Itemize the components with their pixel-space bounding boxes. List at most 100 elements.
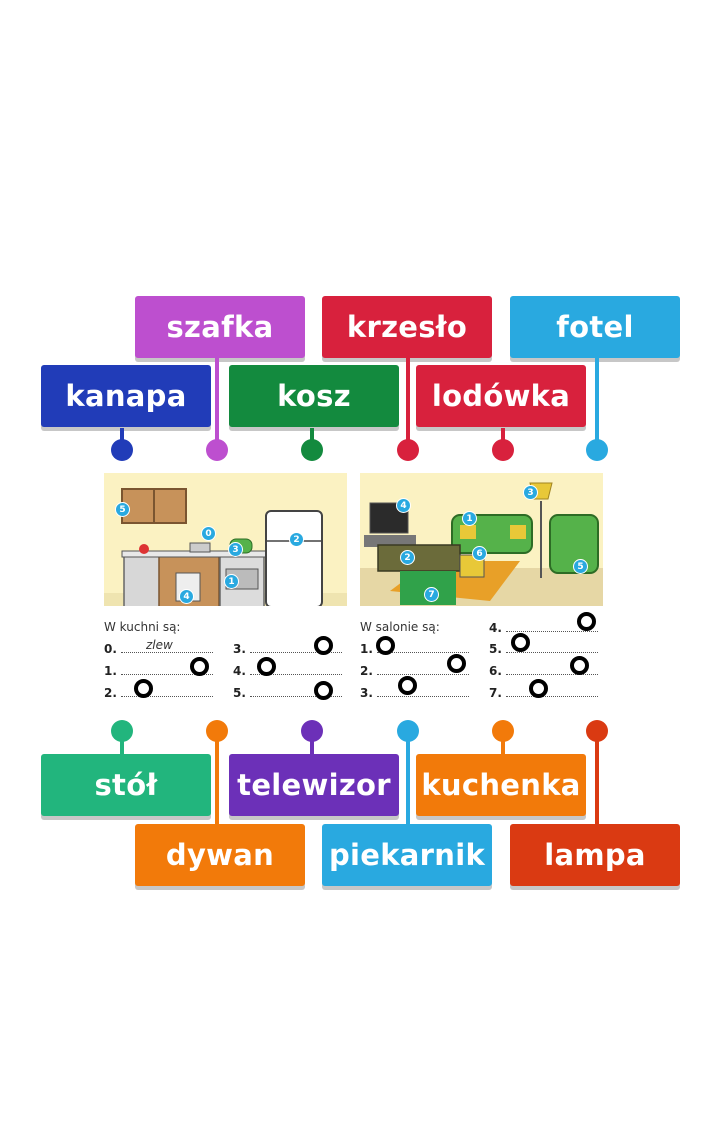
tile-label: stół: [94, 768, 158, 802]
connector-stem: [310, 428, 314, 442]
answer-dots: [505, 665, 598, 675]
connector-pin: [301, 720, 323, 742]
tile-kanapa[interactable]: kanapa: [41, 365, 211, 427]
connector-pin: [301, 439, 323, 461]
connector-pin: [111, 720, 133, 742]
tile-stol[interactable]: stół: [41, 754, 211, 816]
kitchen-label-1: 1: [224, 574, 239, 589]
drop-target-kitchen-3[interactable]: [314, 636, 333, 655]
living-room-drawing: [360, 482, 603, 606]
drop-target-living-5[interactable]: [511, 633, 530, 652]
tile-piekarnik[interactable]: piekarnik: [322, 824, 492, 886]
living-label-7: 7: [424, 587, 439, 602]
living-line-7: 7.: [489, 686, 598, 700]
tile-krzeslo[interactable]: krzesło: [322, 296, 492, 358]
answer-dots: [120, 665, 213, 675]
tile-label: fotel: [556, 310, 634, 344]
kitchen-line-2: 2.: [104, 686, 213, 700]
kitchen-heading: W kuchni są:: [104, 620, 181, 634]
drop-target-kitchen-5[interactable]: [314, 681, 333, 700]
connector-stem: [501, 738, 505, 755]
line-number: 7.: [489, 686, 502, 700]
tile-dywan[interactable]: dywan: [135, 824, 305, 886]
tile-lampa[interactable]: lampa: [510, 824, 680, 886]
line-number: 4.: [489, 621, 502, 635]
answer-dots: [505, 687, 598, 697]
answer-dots: [249, 687, 342, 697]
connector-stem: [595, 738, 599, 825]
line-number: 5.: [233, 686, 246, 700]
connector-stem: [310, 738, 314, 755]
connector-stem: [595, 358, 599, 442]
connector-stem: [120, 738, 124, 755]
connector-stem: [120, 428, 124, 442]
tile-kosz[interactable]: kosz: [229, 365, 399, 427]
drop-target-kitchen-1[interactable]: [190, 657, 209, 676]
connector-pin: [111, 439, 133, 461]
connector-stem: [406, 358, 410, 442]
tile-kuchenka[interactable]: kuchenka: [416, 754, 586, 816]
living-label-1: 1: [462, 511, 477, 526]
answer-dots: [120, 687, 213, 697]
line-number: 0.: [104, 642, 117, 656]
drop-target-living-3[interactable]: [398, 676, 417, 695]
tile-label: szafka: [166, 310, 274, 344]
kitchen-label-3: 3: [228, 542, 243, 557]
drop-target-kitchen-4[interactable]: [257, 657, 276, 676]
connector-stem: [501, 428, 505, 442]
answer-dots: [505, 643, 598, 653]
line-number: 1.: [104, 664, 117, 678]
answer-dots: [376, 687, 469, 697]
line-number: 2.: [360, 664, 373, 678]
line-number: 3.: [233, 642, 246, 656]
tile-label: krzesło: [346, 310, 468, 344]
tile-label: telewizor: [237, 768, 391, 802]
tile-fotel[interactable]: fotel: [510, 296, 680, 358]
tile-telewizor[interactable]: telewizor: [229, 754, 399, 816]
connector-stem: [406, 738, 410, 825]
drop-target-living-4[interactable]: [577, 612, 596, 631]
tile-lodowka[interactable]: lodówka: [416, 365, 586, 427]
answer-dots: [120, 643, 213, 653]
living-line-3: 3.: [360, 686, 469, 700]
living-label-4: 4: [396, 498, 411, 513]
living-line-2: 2.: [360, 664, 469, 678]
tile-label: kuchenka: [421, 768, 581, 802]
drop-target-living-1[interactable]: [376, 636, 395, 655]
line-number: 3.: [360, 686, 373, 700]
line-number: 5.: [489, 642, 502, 656]
drop-target-living-7[interactable]: [529, 679, 548, 698]
kitchen-label-2: 2: [289, 532, 304, 547]
answer-dots: [249, 643, 342, 653]
line-number: 2.: [104, 686, 117, 700]
connector-pin: [492, 439, 514, 461]
living-label-5: 5: [573, 559, 588, 574]
kitchen-line-3: 3.: [233, 642, 342, 656]
living-line-5: 5.: [489, 642, 598, 656]
drop-target-kitchen-2[interactable]: [134, 679, 153, 698]
connector-stem: [215, 738, 219, 825]
connector-pin: [397, 720, 419, 742]
answer-dots: [505, 622, 598, 632]
tile-szafka[interactable]: szafka: [135, 296, 305, 358]
connector-pin: [397, 439, 419, 461]
drop-target-living-2[interactable]: [447, 654, 466, 673]
living-label-6: 6: [472, 546, 487, 561]
kitchen-line-5: 5.: [233, 686, 342, 700]
connector-pin: [492, 720, 514, 742]
living-room-illustration: 4 1 3 2 6 5 7: [360, 473, 603, 606]
living-label-3: 3: [523, 485, 538, 500]
tile-label: lodówka: [431, 379, 571, 413]
kitchen-line-0: 0.: [104, 642, 213, 656]
answer-dots: [376, 665, 469, 675]
kitchen-label-0: 0: [201, 526, 216, 541]
connector-pin: [586, 720, 608, 742]
tile-label: kanapa: [65, 379, 187, 413]
living-heading: W salonie są:: [360, 620, 440, 634]
drop-target-living-6[interactable]: [570, 656, 589, 675]
living-line-1: 1.: [360, 642, 469, 656]
tile-label: piekarnik: [328, 838, 486, 872]
living-line-6: 6.: [489, 664, 598, 678]
tile-label: lampa: [544, 838, 646, 872]
tile-label: kosz: [277, 379, 351, 413]
